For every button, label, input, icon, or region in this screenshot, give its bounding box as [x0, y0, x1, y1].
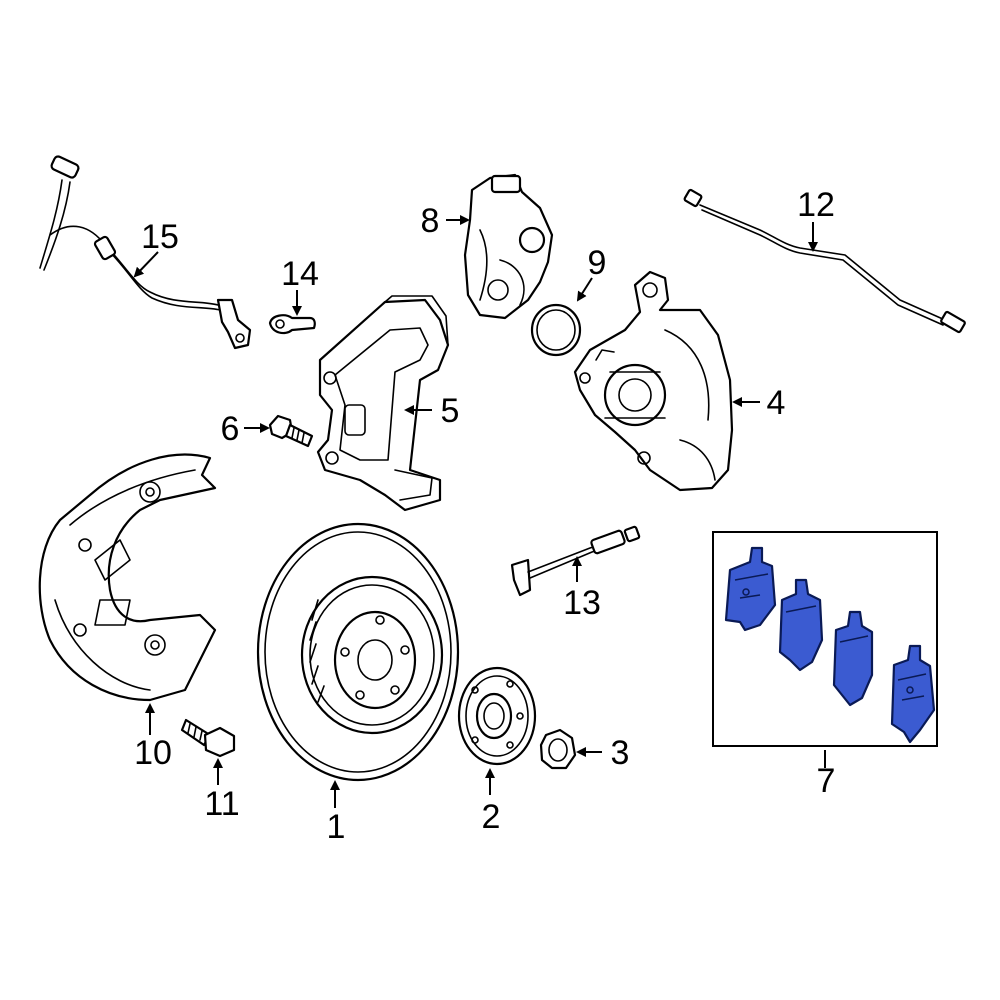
- callout-7: 7: [817, 762, 836, 800]
- shield-bolt[interactable]: [180, 718, 236, 758]
- pad-wear-sensor-short[interactable]: [510, 525, 641, 597]
- callout-5: 5: [441, 392, 460, 430]
- brake-pad-set[interactable]: [724, 546, 936, 744]
- brake-actuator[interactable]: [463, 173, 554, 320]
- brake-pad-1[interactable]: [724, 546, 777, 632]
- brake-rotor[interactable]: [256, 522, 460, 782]
- pad-wear-sensor-long[interactable]: [683, 188, 966, 334]
- callout-6: 6: [221, 410, 240, 448]
- brake-pad-3[interactable]: [832, 610, 874, 707]
- callout-10: 10: [134, 734, 172, 772]
- brake-pad-2[interactable]: [778, 578, 824, 672]
- brake-dust-shield[interactable]: [38, 453, 217, 702]
- sensor-bolt[interactable]: [268, 314, 316, 335]
- bracket-bolt[interactable]: [268, 414, 314, 448]
- wheel-hub[interactable]: [457, 666, 537, 766]
- callout-14: 14: [281, 255, 319, 293]
- callout-4: 4: [767, 384, 786, 422]
- brake-pad-4[interactable]: [890, 644, 936, 744]
- hub-nut[interactable]: [539, 728, 577, 770]
- callout-15: 15: [141, 218, 179, 256]
- callout-2: 2: [482, 798, 501, 836]
- callout-12: 12: [797, 186, 835, 224]
- callout-9: 9: [588, 244, 607, 282]
- callout-13: 13: [563, 584, 601, 622]
- callout-8: 8: [421, 202, 440, 240]
- brake-pad-set-box: [712, 531, 938, 747]
- callout-1: 1: [327, 808, 346, 846]
- wheel-speed-sensor-harness[interactable]: [39, 155, 252, 350]
- caliper-bracket[interactable]: [316, 295, 450, 512]
- o-ring[interactable]: [530, 303, 582, 357]
- callout-3: 3: [611, 734, 630, 772]
- brake-caliper[interactable]: [573, 270, 734, 492]
- callout-11: 11: [204, 785, 239, 823]
